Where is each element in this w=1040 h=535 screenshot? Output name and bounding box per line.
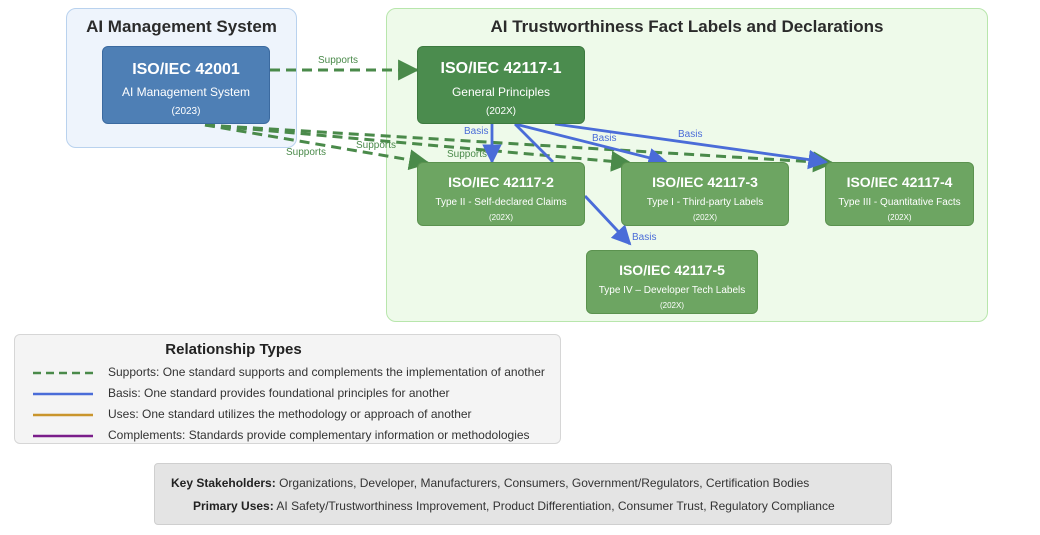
node-iso-42117-2-code: ISO/IEC 42117-2 [448, 174, 554, 190]
stakeholders-info-box: Key Stakeholders: Organizations, Develop… [154, 463, 892, 525]
node-iso-42117-4-code: ISO/IEC 42117-4 [846, 174, 953, 190]
legend-title: Relationship Types [165, 341, 302, 358]
edge-label-supports: Supports [318, 55, 358, 66]
edge-basis-iso42117_1-to-iso42117_4 [554, 122, 828, 170]
complements-line-swatch [33, 434, 93, 438]
node-iso-42117-4-year: (202X) [887, 213, 912, 222]
edge-basis-iso42117_2-to-iso42117_5 [583, 195, 632, 246]
edge-label-supports: Supports [356, 140, 396, 151]
edge-label-basis: Basis [464, 126, 488, 137]
node-iso-42117-5-code: ISO/IEC 42117-5 [619, 262, 725, 278]
legend-item-complements-text: Complements: Standards provide complemen… [108, 428, 530, 442]
edge-label-basis: Basis [632, 232, 656, 243]
key-stakeholders-value: Organizations, Developer, Manufacturers,… [279, 476, 810, 490]
node-iso-42117-1-desc: General Principles [451, 85, 551, 99]
primary-uses-row: Primary Uses: AI Safety/Trustworthiness … [193, 499, 835, 513]
ai-management-system-group-title: AI Management System [86, 17, 277, 36]
node-iso-42117-2: ISO/IEC 42117-2 Type II - Self-declared … [417, 162, 585, 226]
edge-basis-iso42117_1-to-iso42117_3 [514, 122, 668, 168]
node-iso-42001: ISO/IEC 42001 AI Management System (2023… [102, 46, 270, 124]
node-iso-42001-code: ISO/IEC 42001 [132, 61, 240, 78]
edge-label-supports: Supports [447, 149, 487, 160]
legend-item-basis-text: Basis: One standard provides foundationa… [108, 386, 450, 400]
primary-uses-value: AI Safety/Trustworthiness Improvement, P… [276, 499, 835, 513]
basis-line-swatch [33, 392, 93, 396]
edge-supports-iso42001-to-iso42117_2 [204, 123, 431, 171]
node-iso-42117-5: ISO/IEC 42117-5 Type IV – Developer Tech… [586, 250, 758, 314]
edge-basis-branch-segment [514, 123, 554, 163]
key-stakeholders-label: Key Stakeholders: [171, 476, 276, 490]
edge-supports-iso42001-to-iso42117_4 [204, 123, 835, 173]
node-iso-42117-1-code: ISO/IEC 42117-1 [440, 60, 562, 77]
node-iso-42117-5-desc: Type IV – Developer Tech Labels [598, 285, 746, 296]
supports-line-swatch [33, 371, 93, 375]
edge-supports-iso42001-to-iso42117_3 [204, 123, 633, 172]
primary-uses-label: Primary Uses: [193, 499, 274, 513]
edge-label-supports: Supports [286, 147, 326, 158]
node-iso-42001-desc: AI Management System [121, 85, 251, 99]
node-iso-42117-3-code: ISO/IEC 42117-3 [652, 174, 758, 190]
node-iso-42001-year: (2023) [171, 106, 201, 117]
edge-label-basis: Basis [592, 133, 616, 144]
node-iso-42117-3-year: (202X) [692, 213, 717, 222]
relationship-legend: Relationship Types Supports: One standar… [14, 334, 561, 444]
node-iso-42117-2-year: (202X) [488, 213, 513, 222]
node-iso-42117-3: ISO/IEC 42117-3 Type I - Third-party Lab… [621, 162, 789, 226]
trustworthiness-labels-group-title: AI Trustworthiness Fact Labels and Decla… [490, 17, 884, 36]
node-iso-42117-3-desc: Type I - Third-party Labels [646, 197, 764, 208]
legend-item-supports-text: Supports: One standard supports and comp… [108, 365, 545, 379]
legend-item-uses-text: Uses: One standard utilizes the methodol… [108, 407, 472, 421]
node-iso-42117-4: ISO/IEC 42117-4 Type III - Quantitative … [825, 162, 974, 226]
node-iso-42117-5-year: (202X) [659, 301, 684, 310]
node-iso-42117-1: ISO/IEC 42117-1 General Principles (202X… [417, 46, 585, 124]
edge-label-basis: Basis [678, 129, 702, 140]
node-iso-42117-4-desc: Type III - Quantitative Facts [838, 197, 961, 208]
key-stakeholders-row: Key Stakeholders: Organizations, Develop… [171, 476, 809, 490]
node-iso-42117-1-year: (202X) [485, 106, 516, 117]
uses-line-swatch [33, 413, 93, 417]
node-iso-42117-2-desc: Type II - Self-declared Claims [435, 197, 567, 208]
